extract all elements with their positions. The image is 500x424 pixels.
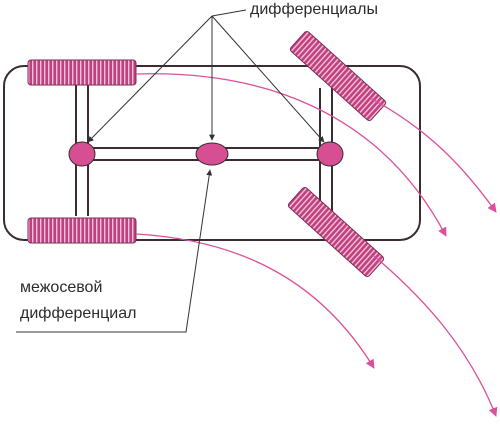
- rear-left-tire: [27, 59, 137, 86]
- differentials: [68, 141, 344, 167]
- front-right-tire: [287, 186, 385, 278]
- front-differential: [316, 141, 344, 167]
- front-left-wheel-path: [369, 97, 497, 213]
- front-left-tire: [289, 30, 387, 122]
- front-right-wheel-path: [373, 255, 498, 417]
- pointer-to-center-differential: [16, 169, 213, 333]
- pointer-leader-top: [211, 9, 247, 17]
- label-differentials: дифференциалы: [250, 1, 378, 18]
- rear-right-tire: [27, 217, 137, 244]
- label-center-differential-line1: межосевой: [20, 279, 102, 296]
- rear-left-wheel-path: [135, 73, 447, 237]
- rear-right-wheel-path: [135, 233, 375, 369]
- wheel-paths: [135, 73, 498, 417]
- callout-pointers: [16, 9, 325, 333]
- tires: [27, 30, 387, 278]
- center-differential: [195, 142, 229, 166]
- label-center-differential-line2: дифференциал: [20, 305, 136, 322]
- pointer-to-front-differential: [211, 15, 325, 143]
- pointer-to-rear-differential: [87, 15, 213, 143]
- rear-differential: [68, 141, 96, 167]
